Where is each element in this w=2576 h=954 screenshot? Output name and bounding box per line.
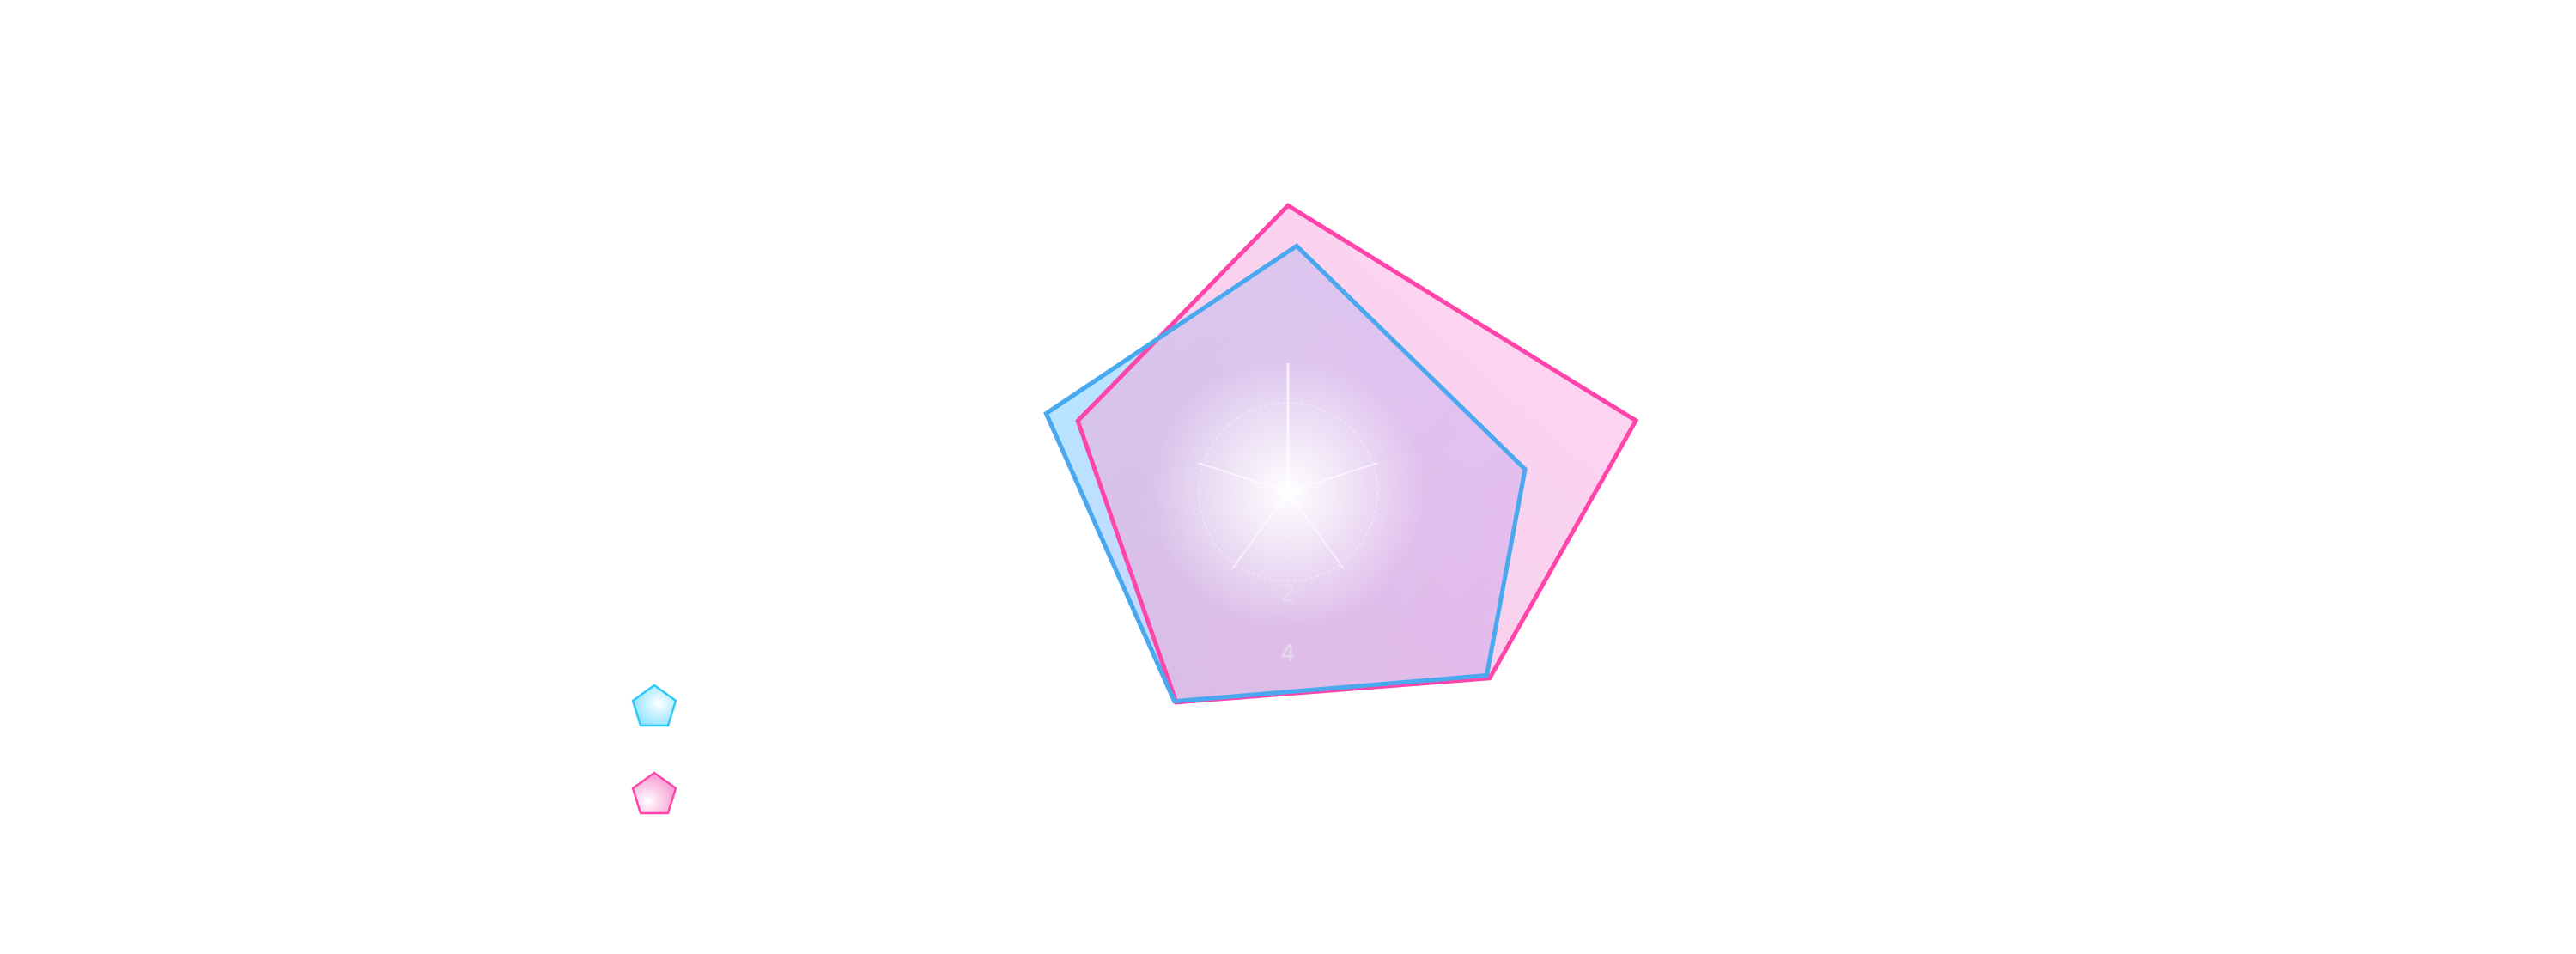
- axis-tick-label: 2: [1280, 579, 1296, 607]
- legend-label: Series 2: [691, 781, 781, 806]
- grid-axis-line: [1287, 462, 1378, 493]
- legend-item-series-1[interactable]: Series 1: [631, 684, 781, 727]
- legend-marker-series-2: [631, 771, 677, 815]
- legend-marker-series-1: [631, 684, 677, 727]
- series-outline-1: [1043, 243, 1528, 704]
- axis-tick-label: 4: [1280, 639, 1296, 667]
- grid-axis-line: [1231, 491, 1289, 569]
- grid-axis-line: [1198, 462, 1289, 493]
- legend-label: Series 1: [691, 693, 781, 719]
- legend-item-series-2[interactable]: Series 2: [631, 771, 781, 815]
- grid-axis-line: [1287, 491, 1345, 569]
- legend: Series 1 Series 2: [631, 684, 781, 815]
- grid-ring: [1198, 402, 1378, 582]
